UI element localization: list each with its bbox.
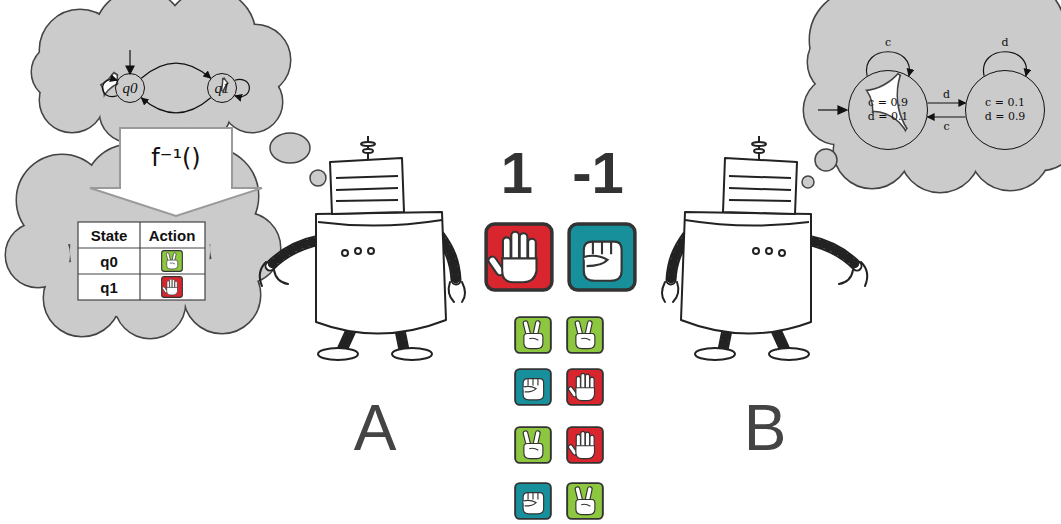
- transition-arrow: [141, 63, 210, 78]
- transition-arrow: [866, 52, 909, 76]
- transition-arrow: [141, 98, 210, 113]
- scissors-icon: [567, 317, 603, 353]
- scissors-icon: [515, 427, 551, 463]
- transition-arrow: [927, 116, 965, 117]
- state-text: q0: [123, 79, 138, 98]
- transition-arrow: [927, 102, 965, 103]
- scissors-icon: [162, 251, 183, 272]
- rock-icon: [515, 369, 551, 405]
- payoff-number: -1: [572, 139, 624, 206]
- state-text: c = 0.9: [868, 96, 908, 110]
- payoff-number: 1: [501, 139, 533, 206]
- paper-icon: [567, 427, 603, 463]
- robot-a: [260, 136, 465, 360]
- paper-icon: [567, 369, 603, 405]
- thought-cloud: [6, 0, 1061, 338]
- transition-label: d: [999, 35, 1010, 48]
- state-text: q1: [215, 79, 230, 98]
- robot-label: A: [354, 391, 397, 465]
- transition-arrow: [983, 52, 1026, 76]
- table-cell: q0: [100, 253, 118, 270]
- state-text: d = 0.1: [868, 110, 909, 124]
- scissors-icon: [567, 483, 603, 519]
- state-text: c = 0.1: [985, 96, 1025, 110]
- transition-label: c: [883, 35, 893, 48]
- table-header: Action: [149, 227, 196, 244]
- table-header: State: [91, 227, 128, 244]
- state-circle: q0: [115, 73, 145, 103]
- transition-label: c: [941, 120, 951, 133]
- mapping-arrow: [90, 128, 262, 216]
- mapping-label: f⁻¹(): [151, 144, 200, 172]
- policy-table: [78, 222, 205, 300]
- rock-icon: [515, 483, 551, 519]
- paper-icon: [486, 224, 552, 290]
- paper-icon: [162, 277, 183, 298]
- state-circle: c = 0.1d = 0.9: [965, 70, 1045, 150]
- state-circle: c = 0.9d = 0.1: [848, 70, 928, 150]
- transition-label: d: [941, 88, 952, 101]
- robot-label: B: [744, 391, 787, 465]
- scissors-icon: [515, 317, 551, 353]
- start-arrow: [126, 50, 847, 114]
- table-cell: q1: [100, 279, 118, 296]
- state-text: d = 0.9: [985, 110, 1026, 124]
- rock-icon: [569, 224, 635, 290]
- state-circle: q1: [207, 73, 237, 103]
- robot-b: [662, 136, 867, 360]
